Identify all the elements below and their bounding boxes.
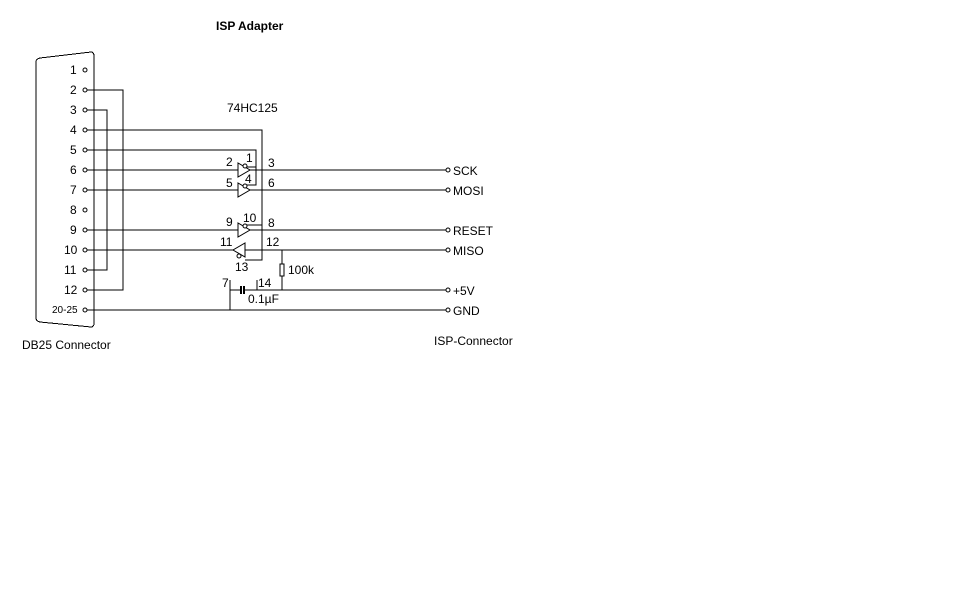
isp-label-gnd: GND [453,304,480,318]
capacitor-0-1uf [240,286,245,294]
ic-pin-8: 8 [268,216,275,230]
ic-pin-9: 9 [226,215,233,229]
diagram-title: ISP Adapter [216,19,284,33]
resistor-label: 100k [288,263,315,277]
pin-label-11: 11 [64,263,77,277]
pin-label-12: 12 [64,283,78,297]
isp-label-sck: SCK [453,164,478,178]
ic-pin-5: 5 [226,176,233,190]
pin-label-10: 10 [64,243,78,257]
pin-label-7: 7 [70,183,77,197]
pin-label-4: 4 [70,123,77,137]
ic-pin-6: 6 [268,176,275,190]
pin-label-5: 5 [70,143,77,157]
pin-label-gnd: 20-25 [52,305,78,316]
isp-pin-circles [445,167,451,313]
db25-pin-circles [82,67,88,313]
db25-connector-label: DB25 Connector [22,338,111,352]
isp-label-miso: MISO [453,244,484,258]
ic-pin-11: 11 [220,235,233,249]
pin-label-8: 8 [70,203,77,217]
ic-pin-4: 4 [245,172,252,186]
ic-pin-13: 13 [235,260,249,274]
enable-bubble [242,223,248,229]
isp-signal-labels: SCK MOSI RESET MISO +5V GND [453,164,494,318]
isp-label-5v: +5V [453,284,475,298]
isp-label-reset: RESET [453,224,494,238]
ic-pin-10: 10 [243,211,257,225]
ic-pin-2: 2 [226,155,233,169]
isp-connector-label: ISP-Connector [434,334,513,348]
ic-pin-12: 12 [266,235,280,249]
ic-pin-1: 1 [246,151,253,165]
ic-pin-3: 3 [268,156,275,170]
ic-pin-7: 7 [222,276,229,290]
capacitor-label: 0.1µF [248,292,279,306]
db25-pin-labels: 1 2 3 4 5 6 7 8 9 10 11 12 20-25 [52,63,78,316]
ic-label: 74HC125 [227,101,278,115]
db25-connector-outline [35,51,95,328]
pin-label-2: 2 [70,83,77,97]
enable-bubble [236,253,242,259]
ic-pin-numbers: 2 1 3 5 4 6 9 10 8 11 12 13 7 14 [220,151,280,290]
pin-label-6: 6 [70,163,77,177]
pin-label-9: 9 [70,223,77,237]
wires [87,89,447,311]
ic-pin-14: 14 [258,276,272,290]
enable-bubble [242,183,248,189]
isp-label-mosi: MOSI [453,184,484,198]
resistor-100k [279,263,285,277]
enable-bubble [242,163,248,169]
pin-label-3: 3 [70,103,77,117]
pin-label-1: 1 [70,63,77,77]
